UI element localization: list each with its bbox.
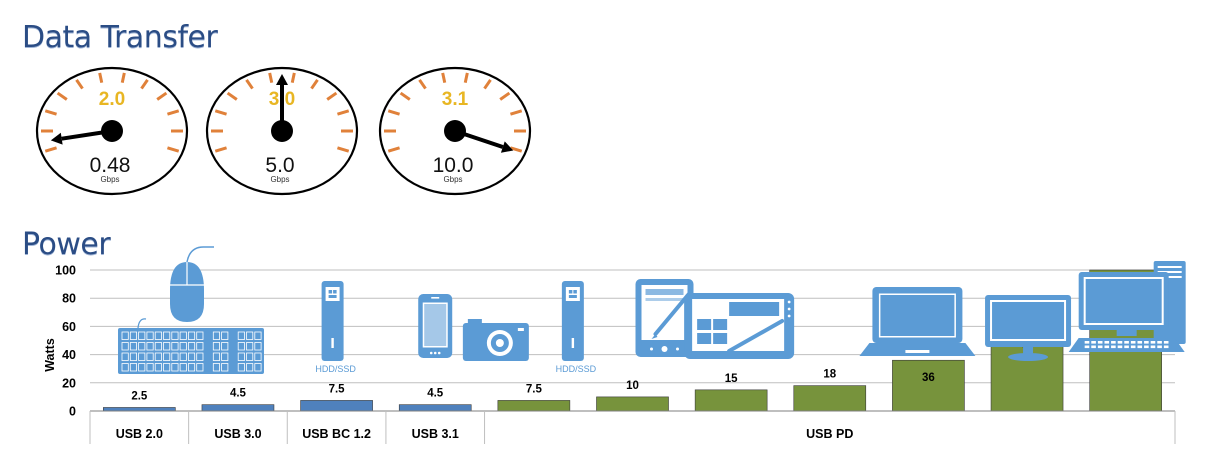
gauge-tick xyxy=(44,146,57,153)
hdd-ssd-caption: HDD/SSD xyxy=(315,364,356,374)
gauge-tick xyxy=(226,91,238,101)
keyboard-mouse-icon xyxy=(118,246,264,374)
y-tick-label: 80 xyxy=(62,292,76,306)
tablet-pc-icon xyxy=(684,293,795,359)
gauge-tick xyxy=(326,91,338,101)
gauge-needle-tip xyxy=(500,141,514,153)
bar-value-label: 4.5 xyxy=(230,388,247,400)
bar-value-label: 18 xyxy=(823,369,836,381)
x-category-label: USB 3.0 xyxy=(214,427,261,441)
bar xyxy=(694,389,768,412)
bar-value-label: 10 xyxy=(626,380,639,392)
bar-value-label: 7.5 xyxy=(526,383,543,395)
power-title: Power xyxy=(22,227,111,262)
gauge-tick xyxy=(56,91,68,101)
gauge-tick xyxy=(167,109,180,116)
hdd-ssd-icon: HDD/SSD xyxy=(556,281,597,374)
bar-value-label: 2.5 xyxy=(131,390,148,402)
y-axis-label: Watts xyxy=(43,338,57,372)
gauge-tick xyxy=(510,146,523,153)
gauge-tick xyxy=(418,79,427,90)
device-icons: HDD/SSD HDD/SSD xyxy=(118,246,1186,374)
x-category-label: USB 2.0 xyxy=(116,427,163,441)
gauge-tick xyxy=(441,72,447,84)
gauge-value: 10.0 xyxy=(433,154,474,177)
gauge-tick xyxy=(463,72,469,84)
gauge-tick xyxy=(399,91,411,101)
smartphone-icon xyxy=(418,294,453,358)
gauge-tick xyxy=(120,72,126,84)
desktop-computer-icon xyxy=(1068,261,1186,352)
bar-value-label: 36 xyxy=(922,372,935,384)
gauge-hub xyxy=(271,120,293,142)
hdd-ssd-icon: HDD/SSD xyxy=(315,281,356,374)
gauge-version-label: 2.0 xyxy=(99,89,125,110)
gauge-unit: Gbps xyxy=(100,175,119,184)
x-category-label: USB PD xyxy=(806,427,853,441)
gauge-tick xyxy=(310,79,319,90)
gauge-tick xyxy=(75,79,84,90)
gauge-tick xyxy=(214,146,227,153)
bar-value-label: 15 xyxy=(725,373,738,385)
gauge-tick xyxy=(387,146,400,153)
bar xyxy=(793,385,867,412)
bar xyxy=(300,400,373,412)
gauge-tick xyxy=(156,91,168,101)
gauge-tick xyxy=(245,79,254,90)
tablet-icon xyxy=(635,279,694,357)
gauge-needle-tip xyxy=(50,132,63,145)
bar xyxy=(596,396,669,412)
gauge-version-label: 3.1 xyxy=(442,89,469,110)
gauge-tick xyxy=(290,72,296,84)
gauge-value: 0.48 xyxy=(90,154,131,177)
y-tick-label: 40 xyxy=(62,348,76,362)
bar xyxy=(398,404,472,412)
gauge-needle-tip xyxy=(276,73,288,85)
y-tick-label: 0 xyxy=(69,405,76,419)
gauge-unit: Gbps xyxy=(270,175,289,184)
gauge-unit: Gbps xyxy=(443,175,462,184)
bar xyxy=(103,407,176,412)
x-category-label: USB 3.1 xyxy=(412,427,459,441)
bar xyxy=(497,400,571,412)
gauge-tick xyxy=(337,109,350,116)
gauge-tick xyxy=(140,79,149,90)
gauge-tick xyxy=(510,109,523,116)
gauge-tick xyxy=(499,91,511,101)
gauge-tick xyxy=(268,72,274,84)
bar-value-label: 4.5 xyxy=(427,388,444,400)
gauge-tick xyxy=(387,109,400,116)
gauge-hub xyxy=(444,120,466,142)
x-category-label: USB BC 1.2 xyxy=(302,427,371,441)
camera-icon xyxy=(462,319,529,361)
y-tick-label: 20 xyxy=(62,376,76,390)
monitor-icon xyxy=(985,295,1072,361)
gauge-hub xyxy=(101,120,123,142)
hdd-ssd-caption: HDD/SSD xyxy=(556,364,597,374)
bar xyxy=(892,359,965,412)
data-transfer-title: Data Transfer xyxy=(22,20,218,55)
bar-value-label: 7.5 xyxy=(329,383,346,395)
gauge-tick xyxy=(337,146,350,153)
laptop-icon xyxy=(859,287,976,356)
gauge-tick xyxy=(98,72,104,84)
gauge-tick xyxy=(44,109,57,116)
gauge-tick xyxy=(167,146,180,153)
gauge-tick xyxy=(483,79,492,90)
gauge-value: 5.0 xyxy=(265,154,294,177)
gauge-tick xyxy=(214,109,227,116)
y-tick-label: 100 xyxy=(55,264,76,278)
y-tick-label: 60 xyxy=(62,320,76,334)
bar xyxy=(201,404,275,412)
